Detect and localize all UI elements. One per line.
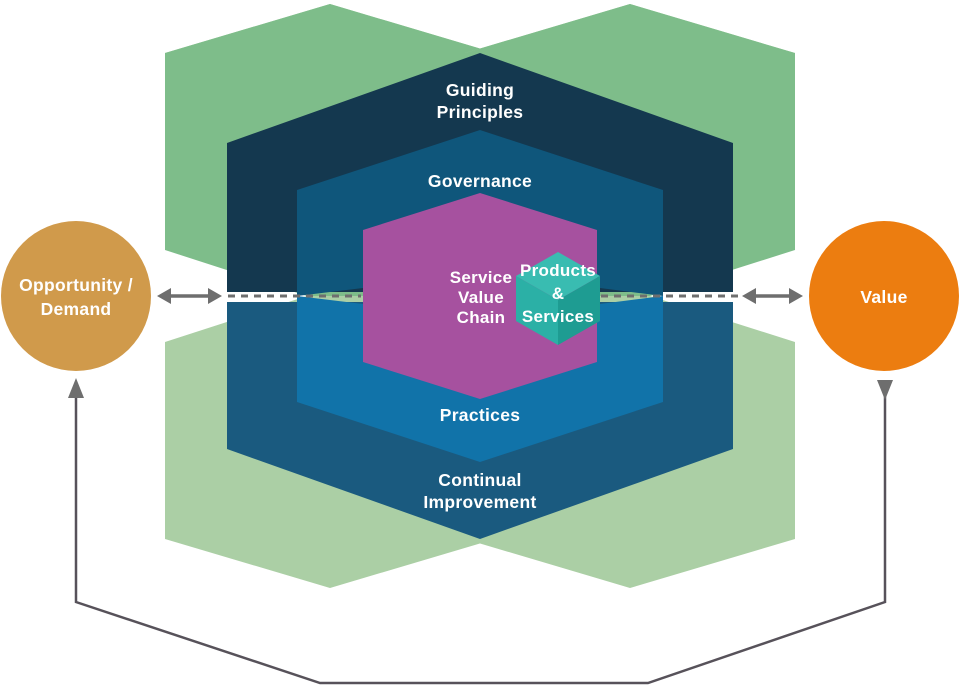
opportunity-demand-circle: [1, 221, 151, 371]
opportunity-demand-label-line1: Opportunity /: [19, 275, 133, 295]
service-value-chain-label-line2: Value: [458, 288, 504, 307]
service-value-chain-label-line3: Chain: [457, 308, 506, 327]
governance-label: Governance: [428, 171, 532, 191]
cube-right-face: [558, 276, 600, 345]
value-loop-line: [74, 381, 887, 685]
practices-label: Practices: [440, 405, 521, 425]
left-double-arrow-icon: [157, 288, 222, 304]
continual-improvement-label-line1: Continual: [438, 470, 521, 490]
cube-left-face: [516, 276, 558, 345]
service-value-chain-label-line1: Service: [450, 268, 513, 287]
left-notch: [165, 250, 307, 342]
products-services-label-line2: &: [552, 284, 565, 303]
value-circle: [809, 221, 959, 371]
products-services-label-line1: Products: [520, 261, 596, 280]
value-label: Value: [860, 287, 907, 307]
right-double-arrow-icon: [742, 288, 803, 304]
loop-arrow-up-icon: [68, 378, 84, 398]
inner-hexagon-service-value-chain: [363, 193, 597, 399]
opportunity-demand-label-line2: Demand: [41, 299, 112, 319]
products-services-label-line3: Services: [522, 307, 594, 326]
guiding-principles-label-line1: Guiding: [446, 80, 514, 100]
loop-arrow-down-icon: [877, 380, 893, 400]
continual-improvement-label-line2: Improvement: [423, 492, 536, 512]
guiding-principles-label-line2: Principles: [437, 102, 524, 122]
